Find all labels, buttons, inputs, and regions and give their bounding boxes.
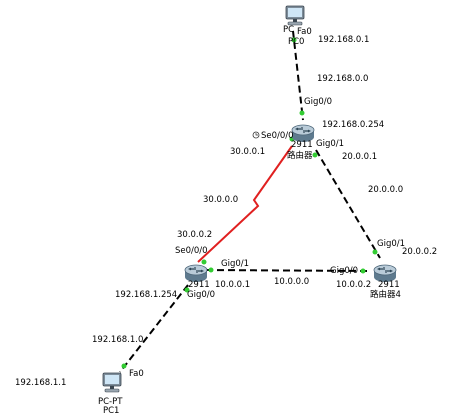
label-router-top-name: 路由器 [287, 150, 313, 161]
port-lights [121, 37, 378, 369]
label-ip-20-1: 20.0.0.1 [342, 152, 377, 162]
label-ip-top-gw: 192.168.0.254 [322, 120, 384, 130]
label-ip-30-1: 30.0.0.1 [230, 147, 265, 157]
label-router-top-model: 2911 [291, 140, 313, 150]
pc1-device[interactable] [102, 372, 122, 393]
label-gig01-left: Gig0/1 [221, 259, 249, 269]
label-pc0-ip: 192.168.0.1 [318, 35, 369, 45]
label-se000-left: Se0/0/0 [175, 246, 208, 256]
label-gig00-top: Gig0/0 [304, 97, 332, 107]
link-pc0-router[interactable] [292, 30, 304, 121]
label-ip-left-gw: 192.168.1.254 [115, 290, 177, 300]
pc0-device[interactable] [285, 5, 305, 26]
label-gig00-left: Gig0/0 [187, 290, 215, 300]
link-left-router4[interactable] [205, 269, 369, 272]
label-net-top: 192.168.0.0 [317, 74, 368, 84]
label-se000-top: Se0/0/0 [261, 131, 294, 141]
label-pc1-ip: 192.168.1.1 [15, 378, 66, 388]
label-fa0-top: Fa0 [297, 27, 312, 37]
label-router-right-name: 路由器4 [370, 289, 401, 300]
label-pc1-type: PC-PT [98, 397, 123, 407]
label-router-right-model: 2911 [378, 280, 400, 290]
label-pc1-name: PC1 [103, 406, 119, 416]
label-gig01-right: Gig0/1 [377, 239, 405, 249]
label-ip-30-2: 30.0.0.2 [177, 230, 212, 240]
link-left-pc1[interactable] [119, 284, 189, 373]
label-ip-20-2: 20.0.0.2 [402, 247, 437, 257]
label-net-20: 20.0.0.0 [368, 185, 403, 195]
serial-link-router-left[interactable] [197, 145, 293, 263]
label-net-10: 10.0.0.0 [274, 277, 309, 287]
label-net-30: 30.0.0.0 [203, 195, 238, 205]
label-pc0-type: PC [283, 25, 294, 35]
label-router-left-model: 2911 [188, 280, 210, 290]
label-gig01-top: Gig0/1 [316, 139, 344, 149]
clock-icon [252, 131, 260, 139]
label-ip-10-2: 10.0.0.2 [336, 280, 371, 290]
label-ip-10-1: 10.0.0.1 [215, 280, 250, 290]
label-fa0-bottom: Fa0 [129, 369, 144, 379]
label-pc0-name: PC0 [288, 37, 304, 47]
link-router-router4[interactable] [315, 149, 381, 259]
label-net-bottom: 192.168.1.0 [92, 335, 143, 345]
label-gig00-right: Gig0/0 [330, 266, 358, 276]
